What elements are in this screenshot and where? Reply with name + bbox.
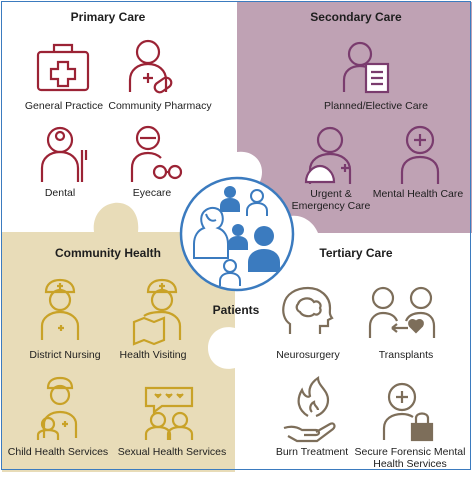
health-visiting-label: Health Visiting bbox=[120, 349, 187, 361]
transplant-icon bbox=[368, 286, 436, 338]
burn-treatment-label: Burn Treatment bbox=[276, 446, 348, 458]
mental-health-care-label: Mental Health Care bbox=[373, 188, 464, 200]
secondary-care-title: Secondary Care bbox=[310, 10, 402, 24]
eyecare-label: Eyecare bbox=[133, 187, 172, 199]
urgent-label: Urgent & bbox=[310, 188, 351, 200]
child-health-services-label: Child Health Services bbox=[8, 446, 108, 458]
first-aid-kit-icon bbox=[36, 43, 90, 92]
sexual-health-icon bbox=[144, 386, 194, 440]
mental-health-icon bbox=[400, 125, 440, 184]
neurosurgery-label: Neurosurgery bbox=[276, 349, 340, 361]
patient-icon-1 bbox=[220, 186, 240, 212]
district-nursing-label: District Nursing bbox=[29, 349, 100, 361]
secondary-care-piece bbox=[237, 2, 472, 246]
patient-icon-4 bbox=[248, 226, 280, 272]
emergency-doctor-icon bbox=[304, 126, 352, 184]
puzzle-pieces bbox=[2, 2, 472, 472]
planned-elective-care-label: Planned/Elective Care bbox=[324, 100, 428, 112]
community-pharmacy-label: Community Pharmacy bbox=[108, 100, 212, 112]
nurse-icon bbox=[40, 278, 80, 340]
health-visitor-icon bbox=[132, 278, 182, 346]
older-person-icon bbox=[193, 206, 229, 259]
optician-icon bbox=[130, 125, 183, 182]
primary-care-title: Primary Care bbox=[71, 10, 146, 24]
patient-icon-3 bbox=[228, 224, 248, 250]
community-health-title: Community Health bbox=[55, 246, 161, 260]
patient-icon-2 bbox=[246, 189, 268, 216]
transplants-label: Transplants bbox=[379, 349, 433, 361]
pharmacist-icon bbox=[128, 39, 173, 94]
patient-icon-5 bbox=[219, 259, 241, 286]
dentist-icon bbox=[40, 126, 88, 182]
child-health-icon bbox=[36, 376, 78, 440]
patients-label: Patients bbox=[213, 303, 260, 317]
dental-label: Dental bbox=[45, 187, 75, 199]
tertiary-care-title: Tertiary Care bbox=[319, 246, 392, 260]
sexual-health-services-label: Sexual Health Services bbox=[118, 446, 227, 458]
forensic-mental-health-icon bbox=[382, 382, 434, 442]
secure-forensic-label: Secure Forensic Mental bbox=[355, 446, 466, 458]
clipboard-doctor-icon bbox=[342, 41, 390, 94]
brain-head-icon bbox=[282, 286, 334, 334]
general-practice-label: General Practice bbox=[25, 100, 103, 112]
health-services-label: Health Services bbox=[373, 458, 447, 470]
burn-hand-icon bbox=[283, 375, 336, 443]
emergency-care-label: Emergency Care bbox=[292, 200, 371, 212]
patients-group bbox=[179, 176, 295, 292]
